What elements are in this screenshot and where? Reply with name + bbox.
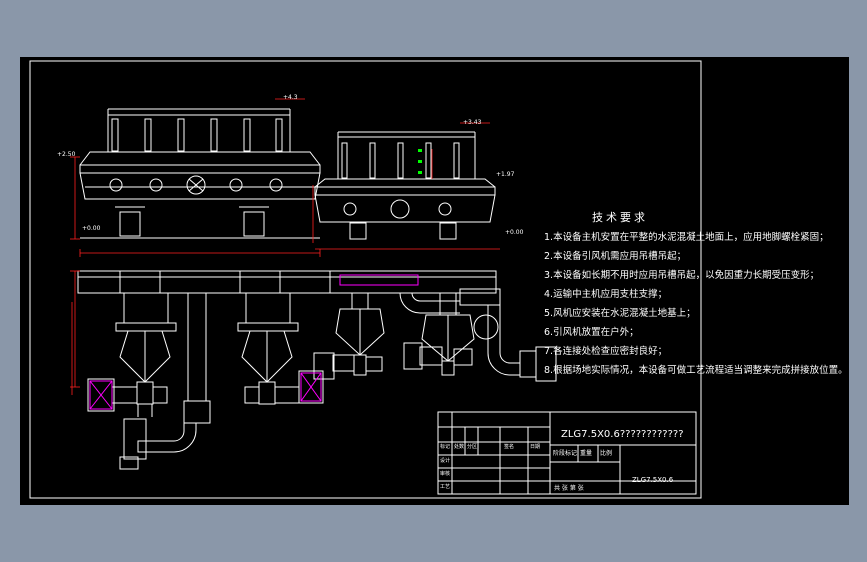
level-label-left: +4.3 <box>283 94 298 101</box>
level-label-right: +3.43 <box>463 119 482 126</box>
note-item: 4.运输中主机应用支柱支撑； <box>544 289 668 300</box>
right-dryer <box>314 131 496 240</box>
note-item: 8.根据场地实际情况，本设备可做工艺流程适当调整来完成拼接放位置。 <box>544 365 848 376</box>
height-label-right: +1.97 <box>496 171 515 178</box>
tb-stage-label: 阶段标记 <box>553 450 578 457</box>
tb-scale-label: 比例 <box>600 450 613 457</box>
tb-row-label: 处数 <box>454 444 465 450</box>
duct-assembly <box>77 270 557 470</box>
notes-title: 技术要求 <box>592 211 648 224</box>
drawing-code: ZLG7.5X0.6 <box>632 476 674 484</box>
left-dimensions <box>70 98 321 257</box>
base-label-left: +0.00 <box>82 225 101 232</box>
note-item: 1.本设备主机安置在平整的水泥混凝土地面上，应用地脚螺栓紧固； <box>544 232 829 243</box>
note-item: 2.本设备引风机需应用吊槽吊起； <box>544 251 687 262</box>
magenta-fans <box>89 372 322 410</box>
right-dimensions <box>312 122 500 250</box>
note-item: 6.引风机放置在户外； <box>544 327 639 338</box>
drawing-title: ZLG7.5X0.6???????????? <box>561 429 684 440</box>
tb-row-label: 标记 <box>440 444 451 450</box>
drawing-border <box>29 60 702 499</box>
note-item: 7.各连接处检查应密封良好； <box>544 346 668 357</box>
tb-date-label: 日期 <box>530 444 541 450</box>
green-marks <box>418 149 422 174</box>
tb-row-label: 设计 <box>440 458 451 464</box>
left-dryer <box>79 108 321 239</box>
tb-row-label: 工艺 <box>440 484 451 490</box>
note-item: 3.本设备如长期不用时应用吊槽吊起，以免因重力长期受压变形； <box>544 270 820 281</box>
height-label-left: +2.50 <box>57 151 76 158</box>
base-label-right: +0.00 <box>505 229 524 236</box>
tb-sign-label: 签名 <box>504 444 515 450</box>
tb-row-label: 审核 <box>440 471 451 477</box>
tb-weight-label: 重量 <box>580 450 593 457</box>
tb-sheet-label: 共 张 第 张 <box>554 485 584 492</box>
note-item: 5.风机应安装在水泥混凝土地基上； <box>544 308 696 319</box>
title-block <box>437 411 697 495</box>
lower-dimensions <box>70 270 80 395</box>
tb-row-label: 分区 <box>467 444 478 450</box>
cad-drawing <box>29 60 702 499</box>
drawing-sheet: 技术要求 1.本设备主机安置在平整的水泥混凝土地面上，应用地脚螺栓紧固； 2.本… <box>20 57 849 505</box>
